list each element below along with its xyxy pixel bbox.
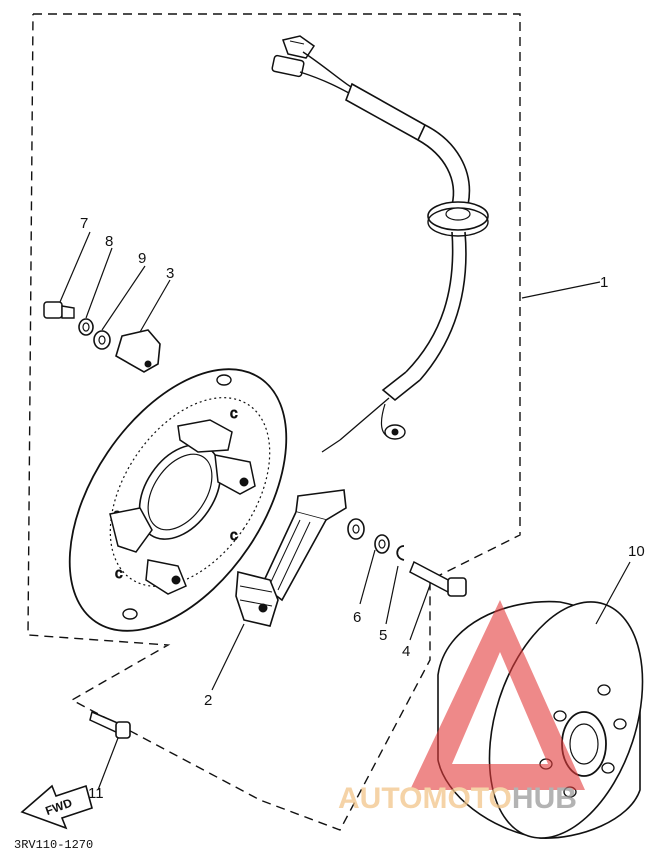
callout-8: 8	[105, 233, 113, 250]
wire-harness	[271, 35, 489, 453]
upper-hardware-leaders	[59, 231, 171, 333]
callout-10: 10	[628, 543, 645, 560]
callout-2: 2	[204, 692, 212, 709]
callout-6: 6	[353, 609, 361, 626]
callout-1: 1	[600, 274, 608, 291]
right-hardware-leaders	[359, 549, 431, 641]
leader-11	[97, 737, 119, 791]
fwd-arrow: FWD	[20, 784, 93, 830]
callout-5: 5	[379, 627, 387, 644]
watermark-text-part2: HUB	[512, 782, 577, 815]
callout-11: 11	[88, 785, 104, 802]
charging-coil	[235, 489, 347, 627]
callout-3: 3	[166, 265, 174, 282]
leader-2	[211, 623, 245, 691]
leader-10	[595, 561, 631, 625]
watermark-triangle-icon	[410, 600, 585, 790]
right-hardware	[347, 518, 467, 597]
svg-text:c: c	[230, 405, 238, 422]
upper-hardware	[43, 301, 161, 373]
svg-text:c: c	[230, 527, 238, 544]
watermark-logo: AUTOMOTOHUB	[338, 600, 585, 815]
callout-9: 9	[138, 250, 146, 267]
leader-1	[521, 281, 601, 299]
watermark-text-part1: AUTOMOTO	[338, 782, 512, 815]
screw-11	[89, 710, 131, 739]
svg-text:c: c	[115, 565, 123, 582]
callout-4: 4	[402, 643, 410, 660]
callout-7: 7	[80, 215, 88, 232]
watermark-text: AUTOMOTOHUB	[338, 782, 577, 815]
stator-base-plate: c c c c	[68, 368, 288, 632]
diagram-code: 3RV110-1270	[14, 838, 93, 852]
assembly-boundary-dashed	[27, 13, 521, 831]
